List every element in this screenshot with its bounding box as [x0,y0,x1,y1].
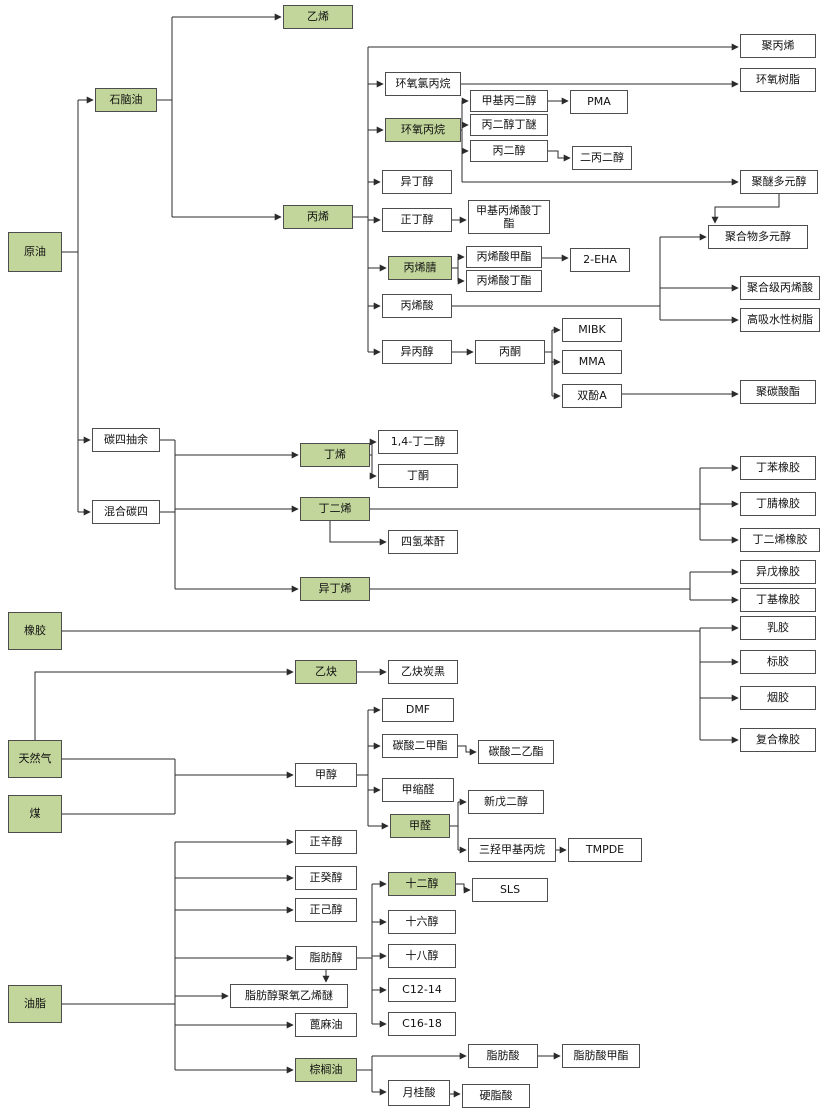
node-latex: 乳胶 [740,616,816,640]
node-sbr: 丁苯橡胶 [740,456,816,480]
node-mek: 丁酮 [378,464,458,488]
node-palm-oil: 棕榈油 [295,1058,357,1082]
node-c16-18: C16-18 [388,1012,456,1036]
node-n-hexanol: 正己醇 [295,898,357,922]
node-polypropylene: 聚丙烯 [740,34,816,58]
node-butene: 丁烯 [300,443,370,467]
node-tmp: 三羟甲基丙烷 [468,838,556,862]
node-rubber: 橡胶 [8,612,62,650]
node-lauryl-alcohol: 十二醇 [388,872,456,896]
node-methanol: 甲醇 [295,763,357,787]
node-epoxy-resin: 环氧树脂 [740,68,816,92]
node-isobutanol: 异丁醇 [382,170,452,194]
node-fame: 脂肪酸甲酯 [562,1044,640,1068]
node-bisphenol-a: 双酚A [562,384,622,408]
node-mixed-c4: 混合碳四 [92,500,160,524]
node-acetylene: 乙炔 [295,660,357,684]
node-bdo: 1,4-丁二醇 [378,430,458,454]
node-dmc: 碳酸二甲酯 [382,734,458,758]
node-stearyl-alcohol: 十八醇 [388,944,456,968]
node-cetyl-alcohol: 十六醇 [388,910,456,934]
node-c12-14: C12-14 [388,978,456,1002]
node-n-decanol: 正癸醇 [295,866,357,890]
node-polyether-polyol: 聚醚多元醇 [740,170,818,194]
node-pma: PMA [570,90,628,114]
node-propylene-glycol: 丙二醇 [470,140,548,162]
node-crude-oil: 原油 [8,232,62,272]
node-bma: 甲基丙烯酸丁酯 [468,200,550,234]
node-tha: 四氢苯酐 [388,530,458,554]
node-epichlorohydrin: 环氧氯丙烷 [385,72,461,96]
node-ethylene: 乙烯 [283,5,353,29]
node-rss: 烟胶 [740,686,816,710]
node-n-butanol: 正丁醇 [382,208,452,232]
node-eha: 2-EHA [570,248,630,272]
node-pg-acrylic-acid: 聚合级丙烯酸 [740,276,820,300]
node-n-octanol: 正辛醇 [295,830,357,854]
node-naphtha: 石脑油 [95,88,157,112]
node-dpg: 二丙二醇 [572,146,632,170]
node-tmpde: TMPDE [568,838,642,862]
node-mibk: MIBK [562,318,622,342]
node-mpd: 甲基丙二醇 [470,90,548,112]
node-sls: SLS [472,878,548,902]
node-nbr: 丁腈橡胶 [740,492,816,516]
node-oils: 油脂 [8,985,62,1023]
node-stearic-acid: 硬脂酸 [462,1084,530,1108]
node-butyl-acrylate: 丙烯酸丁酯 [466,270,542,292]
node-fatty-alcohol: 脂肪醇 [295,946,357,970]
node-dec: 碳酸二乙酯 [478,740,554,764]
node-br: 丁二烯橡胶 [740,528,820,552]
node-sap: 高吸水性树脂 [740,308,820,332]
node-lauric-acid: 月桂酸 [388,1080,450,1106]
node-tsr: 标胶 [740,650,816,674]
node-acetone: 丙酮 [475,340,545,364]
node-propylene: 丙烯 [283,205,353,229]
node-mma: MMA [562,350,622,374]
node-formaldehyde: 甲醛 [390,814,450,838]
node-propylene-oxide: 环氧丙烷 [385,118,461,142]
node-ir: 异戊橡胶 [740,560,816,584]
node-fatty-alcohol-ether: 脂肪醇聚氧乙烯醚 [230,984,348,1008]
node-isopropanol: 异丙醇 [382,340,452,364]
node-acrylic-acid: 丙烯酸 [382,294,452,318]
node-methylal: 甲缩醛 [382,778,454,802]
node-polymer-polyol: 聚合物多元醇 [708,225,808,249]
node-methyl-acrylate: 丙烯酸甲酯 [466,246,542,268]
node-c4-raffinate: 碳四抽余 [92,428,160,452]
node-coal: 煤 [8,795,62,833]
node-pg-butyl-ether: 丙二醇丁醚 [470,114,548,136]
node-acetylene-black: 乙炔炭黑 [388,660,458,684]
node-acrylonitrile: 丙烯腈 [388,256,452,280]
node-butadiene: 丁二烯 [300,497,370,521]
node-dmf: DMF [382,698,454,722]
node-castor-oil: 蓖麻油 [295,1013,357,1037]
node-fatty-acid: 脂肪酸 [468,1044,538,1068]
node-natural-gas: 天然气 [8,740,62,778]
node-isobutylene: 异丁烯 [300,577,370,601]
node-compound-rubber: 复合橡胶 [740,728,816,752]
node-iir: 丁基橡胶 [740,588,816,612]
node-npg: 新戊二醇 [468,790,544,814]
node-polycarbonate: 聚碳酸酯 [740,380,816,404]
